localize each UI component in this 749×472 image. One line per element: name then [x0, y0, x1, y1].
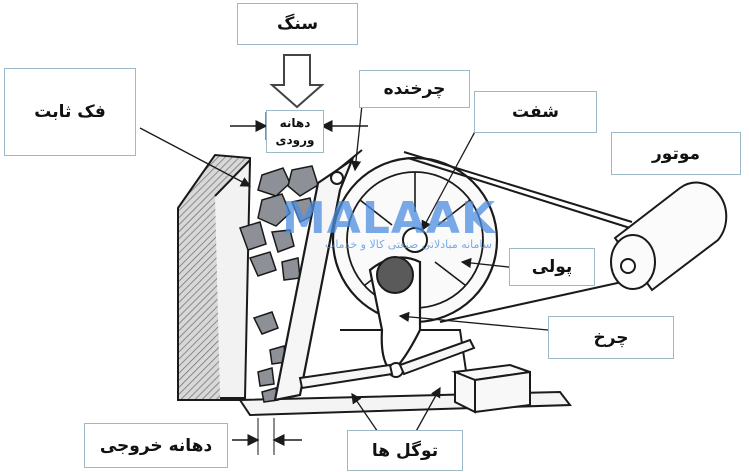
label-inlet-line1: دهانه [279, 115, 311, 130]
label-shaft: شفت [474, 91, 597, 133]
jaw-pivot [330, 171, 344, 185]
eccentric-bearing [376, 256, 414, 294]
rocks [239, 165, 319, 403]
stone-down-arrow [269, 54, 325, 109]
motor-base-block [451, 363, 531, 414]
motor [610, 181, 728, 292]
label-fixed-jaw: فک ثابت [4, 68, 136, 156]
shaft-hub [402, 227, 428, 253]
label-stone: سنگ [237, 3, 358, 45]
label-inlet-line2: ورودی [275, 132, 315, 147]
label-outlet: دهانه خروجی [84, 423, 228, 468]
label-wheel: چرخ [548, 316, 674, 359]
drive-belt [403, 151, 633, 323]
label-motor: موتور [611, 132, 741, 175]
label-toggles: توگل ها [347, 430, 463, 471]
label-flywheel: چرخنده [359, 70, 470, 108]
label-pulley: پولی [509, 248, 595, 286]
leader-lines [139, 104, 549, 436]
toggle-plates [298, 338, 476, 390]
label-inlet: دهانه ورودی [266, 110, 324, 153]
fixed-jaw-liner [214, 157, 252, 399]
